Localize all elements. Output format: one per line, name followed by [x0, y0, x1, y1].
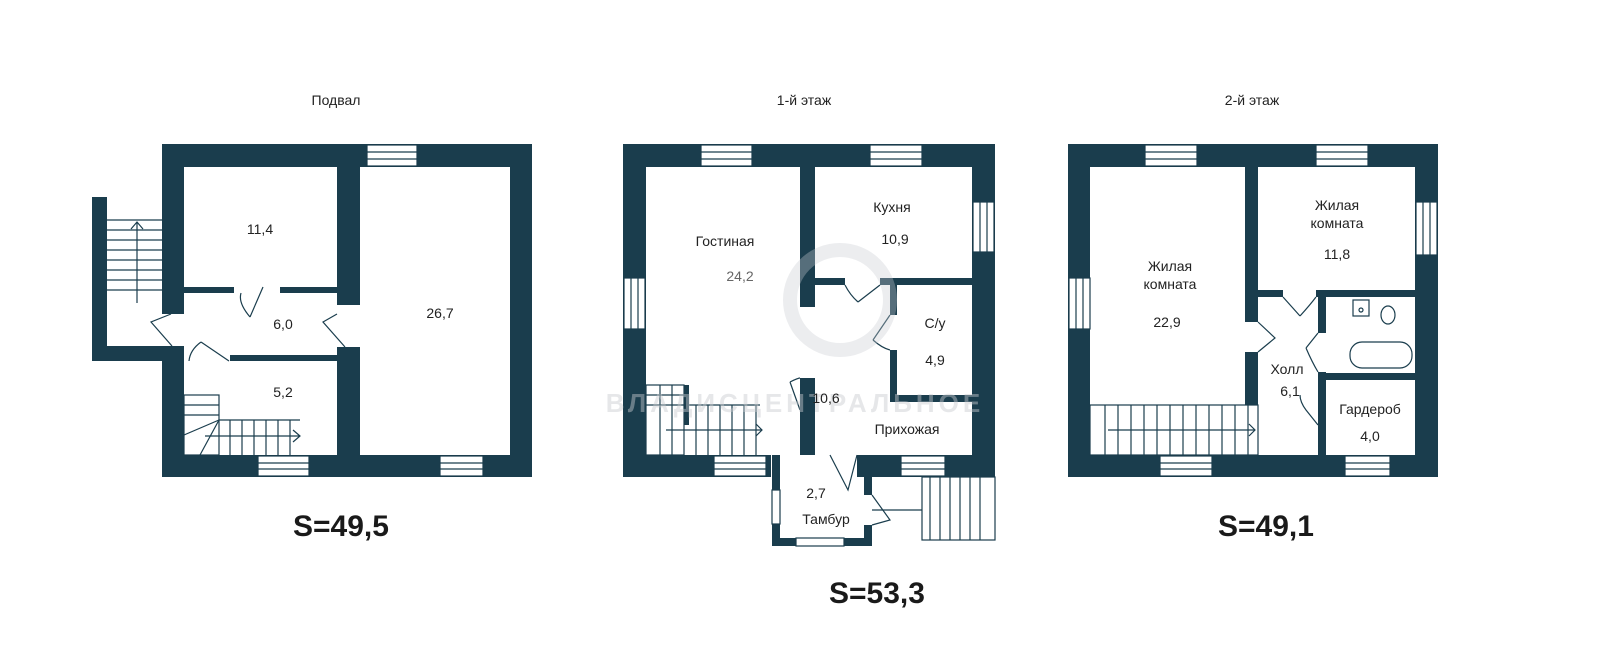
room-name: Холл [1271, 361, 1304, 377]
room-area: 11,8 [1324, 246, 1350, 262]
floor-total-area: S=49,5 [293, 510, 389, 543]
window [1315, 144, 1369, 167]
room-area: 10,9 [881, 231, 908, 247]
outside-stairs [872, 476, 996, 541]
floor-title: 1-й этаж [777, 92, 832, 108]
room-name: С/у [925, 315, 946, 331]
window [972, 201, 995, 253]
floor-total-area: S=53,3 [829, 577, 925, 610]
room-area: 6,0 [273, 316, 293, 332]
window [1159, 455, 1213, 477]
outside-stairs [107, 219, 162, 303]
room-name: комната [1144, 276, 1197, 292]
room-area: 10,6 [812, 390, 839, 406]
room-area: 6,1 [1280, 383, 1300, 399]
watermark-logo: ВЛАДИСЦЕНТРАЛЬНОЕ [606, 243, 985, 418]
window [700, 144, 753, 167]
second-floor-plan: 2-й этаж [1068, 92, 1438, 543]
room-area: 26,7 [426, 305, 453, 321]
room-area: 24,2 [726, 268, 753, 284]
window [1415, 201, 1438, 256]
room-area: 4,9 [925, 352, 945, 368]
stairs [645, 384, 763, 456]
room-area: 22,9 [1153, 314, 1180, 330]
room-name: комната [1311, 215, 1364, 231]
room-area: 2,7 [806, 485, 826, 501]
window [771, 489, 781, 525]
room-name: Тамбур [802, 511, 850, 527]
floor-total-area: S=49,1 [1218, 510, 1314, 543]
bathroom-fixtures [1349, 299, 1413, 369]
stairs [1089, 404, 1259, 456]
watermark-text: ВЛАДИСЦЕНТРАЛЬНОЕ [606, 388, 985, 418]
window [1144, 144, 1198, 167]
toilet-icon [1380, 305, 1396, 325]
window [1344, 455, 1391, 477]
window [366, 144, 418, 167]
window [869, 144, 923, 167]
doors [149, 286, 346, 362]
room-name: Гардероб [1339, 401, 1401, 417]
room-name: Жилая [1148, 258, 1192, 274]
doors [789, 284, 891, 526]
window [623, 277, 646, 330]
window [713, 455, 767, 477]
inner-stairs [183, 394, 301, 456]
room-name: Жилая [1315, 197, 1359, 213]
room-area: 5,2 [273, 384, 293, 400]
floor-title: Подвал [312, 92, 361, 108]
window [257, 455, 310, 477]
room-name: Прихожая [875, 421, 940, 437]
room-name: Кухня [873, 199, 910, 215]
window [795, 537, 845, 547]
sink-icon [1352, 299, 1370, 317]
room-area: 11,4 [247, 221, 273, 237]
window [900, 455, 946, 477]
room-area: 4,0 [1360, 428, 1380, 444]
window [439, 455, 484, 477]
first-floor-plan: 1-й этаж [606, 92, 996, 610]
room-name: Гостиная [696, 233, 755, 249]
window [1068, 277, 1091, 330]
bathtub-icon [1349, 341, 1413, 369]
doors [1257, 296, 1319, 426]
floor-title: 2-й этаж [1225, 92, 1280, 108]
basement-plan: Подвал [92, 92, 532, 543]
